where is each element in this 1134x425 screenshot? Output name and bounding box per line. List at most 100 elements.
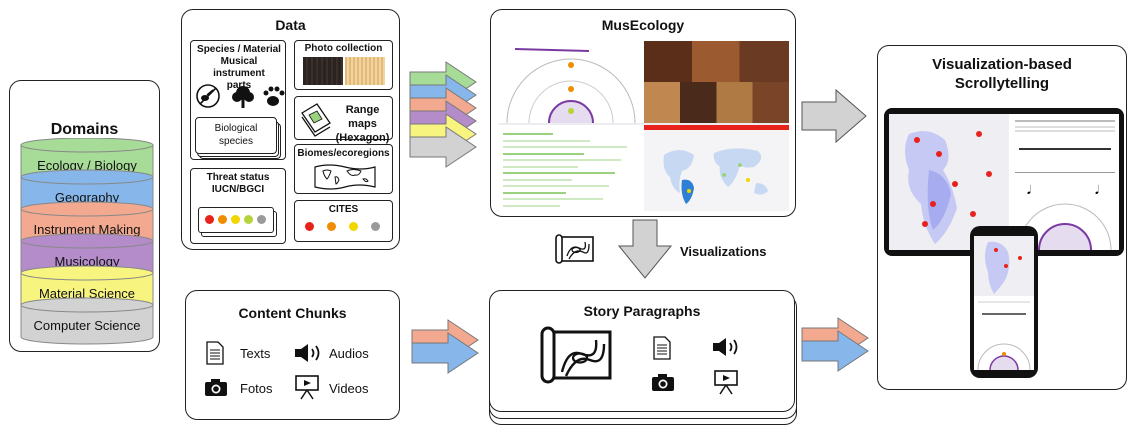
content-chunks-panel: Content Chunks Texts Audios Fotos Videos <box>185 290 400 420</box>
scrolly-title: Visualization-based Scrollytelling <box>932 56 1072 92</box>
visualizations-label: Visualizations <box>680 244 767 259</box>
species-box: Species / Material Musical instrument pa… <box>190 40 286 160</box>
story-title: Story Paragraphs <box>583 303 701 319</box>
threat-status-box: Threat status IUCN/BGCI <box>190 168 286 244</box>
photo-collection-label: Photo collection <box>304 43 383 54</box>
threat-card <box>198 207 274 233</box>
species-list-row <box>503 178 572 181</box>
domain-label: Ecology / Biology <box>37 158 137 173</box>
instrument-tree-paw-icons <box>196 84 285 108</box>
threat-status-dot <box>257 215 266 224</box>
domain-layer-top <box>20 138 154 153</box>
domain-label: Material Science <box>39 286 135 301</box>
musecology-title: MusEcology <box>601 17 685 33</box>
domain-label: Instrument Making <box>34 222 141 237</box>
domain-label: Computer Science <box>34 318 141 333</box>
content-chunks-title: Content Chunks <box>238 305 347 321</box>
cites-dot <box>327 222 336 231</box>
species-list-row <box>503 185 609 187</box>
species-list-panel <box>499 125 644 211</box>
biomes-label: Biomes/ecoregions <box>297 148 390 159</box>
speaker-icon <box>295 344 320 362</box>
range-maps-label: Range maps (Hexagon) <box>335 104 390 144</box>
cites-box: CITES <box>294 200 393 242</box>
photo-light-wood <box>345 57 385 85</box>
species-list-row <box>503 146 627 148</box>
threat-status-label: Threat status IUCN/BGCI <box>206 172 270 195</box>
fotos-label: Fotos <box>240 381 273 396</box>
species-list-row <box>503 152 584 155</box>
biological-species-label: Biological species <box>214 123 258 147</box>
world-map <box>644 125 789 204</box>
domains-title: Domains <box>50 121 119 138</box>
down-arrow <box>617 219 673 279</box>
data-to-app-arrows <box>409 61 477 168</box>
audios-label: Audios <box>329 346 369 361</box>
cites-dot <box>371 222 380 231</box>
sunburst-chart <box>506 48 636 124</box>
threat-status-dot <box>218 215 227 224</box>
cites-dot <box>305 222 314 231</box>
svg-text:𝅘𝅥: 𝅘𝅥 <box>1027 183 1031 197</box>
phone-device <box>970 226 1038 378</box>
video-projector-icon <box>295 375 319 400</box>
story-speaker-icon <box>713 338 738 356</box>
species-list-row <box>503 133 553 135</box>
photo-dark-wood <box>303 57 343 85</box>
story-to-device-arrows <box>801 317 869 372</box>
musecology-screenshot <box>499 41 789 211</box>
world-map-panel <box>644 125 789 211</box>
story-paragraphs-panel: Story Paragraphs <box>489 290 795 412</box>
data-title: Data <box>275 17 306 33</box>
species-list-row <box>503 198 603 200</box>
species-list-row <box>503 139 590 142</box>
world-map-flag-icon <box>314 164 376 190</box>
videos-label: Videos <box>329 381 369 396</box>
biomes-box: Biomes/ecoregions <box>294 144 393 194</box>
photo-collection-box: Photo collection <box>294 40 393 90</box>
sunburst-panel <box>499 41 644 124</box>
flow-arrow <box>409 126 477 168</box>
species-list-row <box>503 159 621 161</box>
species-list-row <box>503 191 566 194</box>
domain-label: Geography <box>55 190 120 205</box>
species-list-row <box>503 204 560 207</box>
story-camera-icon <box>652 374 674 391</box>
domain-layer-top <box>20 169 154 185</box>
svg-text:𝅘𝅥: 𝅘𝅥 <box>1095 183 1099 197</box>
story-video-icon <box>714 370 738 395</box>
threat-status-dot <box>244 215 253 224</box>
threat-status-dot <box>205 215 214 224</box>
flow-arrow <box>801 330 869 372</box>
domain-layer-top <box>20 233 154 249</box>
phone-screen <box>974 236 1034 370</box>
domain-layer-top <box>20 297 154 313</box>
wood-grain-icon <box>555 234 594 264</box>
domain-label: Musicology <box>54 254 120 269</box>
tablet-device: 𝅘𝅥 𝅘𝅥 <box>884 108 1124 256</box>
data-panel: Data Species / Material Musical instrume… <box>181 9 400 250</box>
cites-dots <box>295 220 394 234</box>
text-document-icon <box>206 341 224 365</box>
wood-photo-grid <box>644 41 789 123</box>
species-list-row <box>503 172 615 174</box>
cites-dot <box>349 222 358 231</box>
app-to-scrolly-arrow <box>801 88 867 144</box>
content-to-story-arrows <box>411 319 479 374</box>
musecology-panel: MusEcology <box>490 9 796 217</box>
species-list-row <box>503 165 578 168</box>
large-wood-grain-icon <box>540 326 612 384</box>
camera-icon <box>205 379 227 396</box>
species-label: Species / Material Musical instrument pa… <box>197 44 281 91</box>
story-text-icon <box>653 336 671 360</box>
domain-layer <box>20 304 154 345</box>
domain-layer-top <box>20 265 154 281</box>
layered-map-icon <box>301 103 331 137</box>
cites-label: CITES <box>328 204 359 215</box>
domain-layer-top <box>20 201 154 217</box>
threat-status-dot <box>231 215 240 224</box>
range-maps-box: Range maps (Hexagon) <box>294 96 393 144</box>
biological-species-card: Biological species <box>195 117 277 154</box>
flow-arrow <box>411 332 479 374</box>
